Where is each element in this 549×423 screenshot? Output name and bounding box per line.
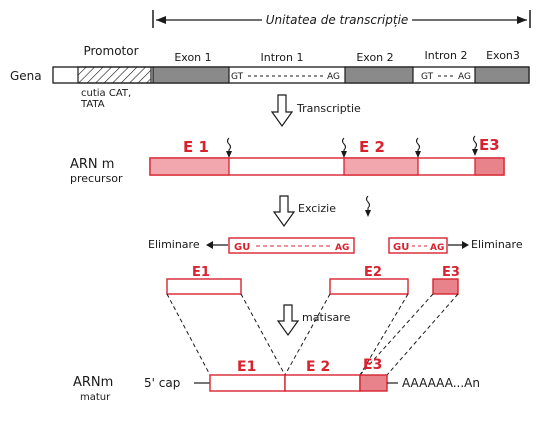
poly-a-tail: AAAAAA...An (402, 376, 480, 390)
pre-exon3 (474, 157, 505, 176)
pre-e1-label: E 1 (183, 138, 209, 156)
ag-site-3: AG (335, 243, 349, 253)
splicing-arrow (276, 304, 300, 337)
arnm-precursor-line1: ARN m (70, 157, 114, 172)
eliminare-right-label: Eliminare (471, 238, 523, 251)
splice-site-markers (226, 135, 478, 158)
frag-exon3 (432, 278, 459, 295)
eliminare-left-label: Eliminare (148, 238, 200, 251)
mat-exon1 (209, 374, 286, 392)
promoter-region (77, 66, 152, 84)
exon3-label: Exon3 (486, 49, 520, 62)
intron1-label: Intron 1 (260, 51, 303, 64)
frag-e2-label: E2 (364, 265, 382, 280)
intron2-label: Intron 2 (424, 49, 467, 62)
mat-exon3 (359, 374, 388, 392)
mature-mrna-bar (209, 374, 388, 392)
ag-site-4: AG (430, 243, 444, 253)
arnm-matur-line2: matur (80, 392, 111, 403)
arnm-matur-line1: ARNm (73, 375, 113, 390)
promotor-label: Promotor (83, 44, 138, 58)
gene-exon1 (152, 66, 230, 84)
excision-arrow (272, 195, 371, 228)
mat-e1-label: E1 (237, 359, 256, 375)
frag-e3-label: E3 (442, 265, 460, 280)
excised-intron-1 (228, 237, 355, 254)
frag-e1-label: E1 (192, 265, 210, 280)
mat-e3-label: E3 (363, 357, 382, 373)
gene-exon2 (344, 66, 414, 84)
eliminare-right-arrow (448, 241, 469, 249)
gu-site-1: GU (234, 242, 250, 253)
joining-lines (166, 293, 459, 376)
frag-exon2 (329, 278, 409, 295)
gene-bar (52, 66, 530, 84)
pre-e3-label: E3 (479, 136, 500, 154)
gene-exon3 (474, 66, 530, 84)
gt-site-1: GT (231, 72, 244, 82)
gt-site-2: GT (421, 72, 434, 82)
pre-e2-label: E 2 (359, 138, 385, 156)
frag-exon1 (166, 278, 242, 295)
mat-exon2 (284, 374, 361, 392)
pre-exon1 (149, 157, 230, 176)
ag-site-1: AG (327, 72, 340, 82)
transcription-unit-bracket (152, 10, 531, 28)
eliminare-left-arrow (206, 241, 228, 249)
arnm-precursor-line2: precursor (70, 172, 123, 185)
cap-label: 5' cap (144, 376, 180, 390)
transcription-unit-label: Unitatea de transcripție (266, 13, 409, 27)
precursor-mrna-bar (149, 157, 505, 176)
excizie-label: Excizie (298, 202, 336, 215)
excised-intron-2 (388, 237, 448, 254)
gu-site-2: GU (393, 242, 409, 253)
transcriptie-label: Transcriptie (296, 102, 361, 115)
pre-exon2 (343, 157, 419, 176)
exon1-label: Exon 1 (174, 51, 211, 64)
promoter-boxes-line1: cutia CAT, (81, 88, 131, 99)
ag-site-2: AG (458, 72, 471, 82)
mat-e2-label: E 2 (306, 359, 330, 375)
gena-label: Gena (10, 69, 42, 83)
matisare-label: matisare (302, 311, 351, 324)
promoter-boxes-line2: TATA (80, 99, 105, 110)
exon2-label: Exon 2 (356, 51, 393, 64)
transcription-arrow (270, 94, 294, 128)
